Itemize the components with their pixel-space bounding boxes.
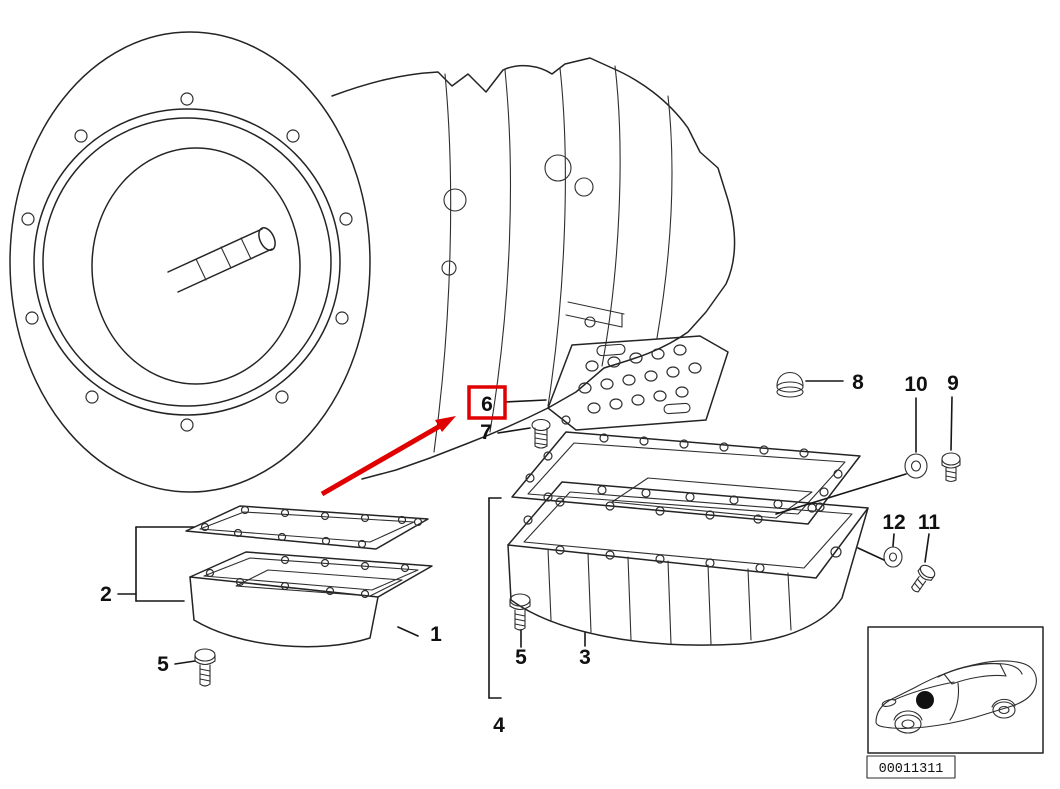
diagram-code: 00011311 xyxy=(879,762,944,777)
small-oil-pan-gasket-drawing xyxy=(185,505,429,550)
highlight-arrow-shaft xyxy=(320,423,442,497)
highlight-arrow-head xyxy=(435,416,456,432)
large-oil-pan-drawing xyxy=(507,477,869,646)
part-label-2[interactable]: 2 xyxy=(100,583,112,606)
washer-10-drawing xyxy=(904,453,928,479)
part-label-3[interactable]: 3 xyxy=(579,646,591,669)
part-label-1[interactable]: 1 xyxy=(430,623,442,646)
car-illustration xyxy=(875,660,1037,734)
highlight-box xyxy=(467,385,507,420)
part-label-9[interactable]: 9 xyxy=(947,372,959,395)
part-label-7[interactable]: 7 xyxy=(480,421,492,444)
part-label-12[interactable]: 12 xyxy=(882,511,905,534)
bolt-7-drawing xyxy=(531,418,551,449)
car-inset xyxy=(867,626,1044,754)
plug-8-drawing xyxy=(776,371,804,398)
leader-lines xyxy=(117,380,953,699)
diagram-code-box: 00011311 xyxy=(866,755,956,779)
location-dot xyxy=(916,691,934,709)
washer-12-drawing xyxy=(883,546,903,568)
part-label-8[interactable]: 8 xyxy=(852,371,864,394)
part-label-6[interactable]: 6 xyxy=(481,393,493,416)
part-label-5-right[interactable]: 5 xyxy=(515,646,527,669)
large-oil-pan-gasket-drawing xyxy=(511,431,861,525)
filter-plate-drawing xyxy=(547,335,729,431)
small-oil-pan-drawing xyxy=(189,551,433,648)
part-label-4[interactable]: 4 xyxy=(493,714,505,737)
bolt-9-drawing xyxy=(941,452,961,483)
transmission-drawing xyxy=(9,31,736,493)
bolt-5-right-drawing xyxy=(509,593,531,631)
bolt-11-drawing xyxy=(911,564,936,593)
part-label-10[interactable]: 10 xyxy=(904,373,927,396)
part-label-11[interactable]: 11 xyxy=(918,511,941,534)
bolt-5-left-drawing xyxy=(194,648,216,687)
part-label-5-left[interactable]: 5 xyxy=(157,653,169,676)
